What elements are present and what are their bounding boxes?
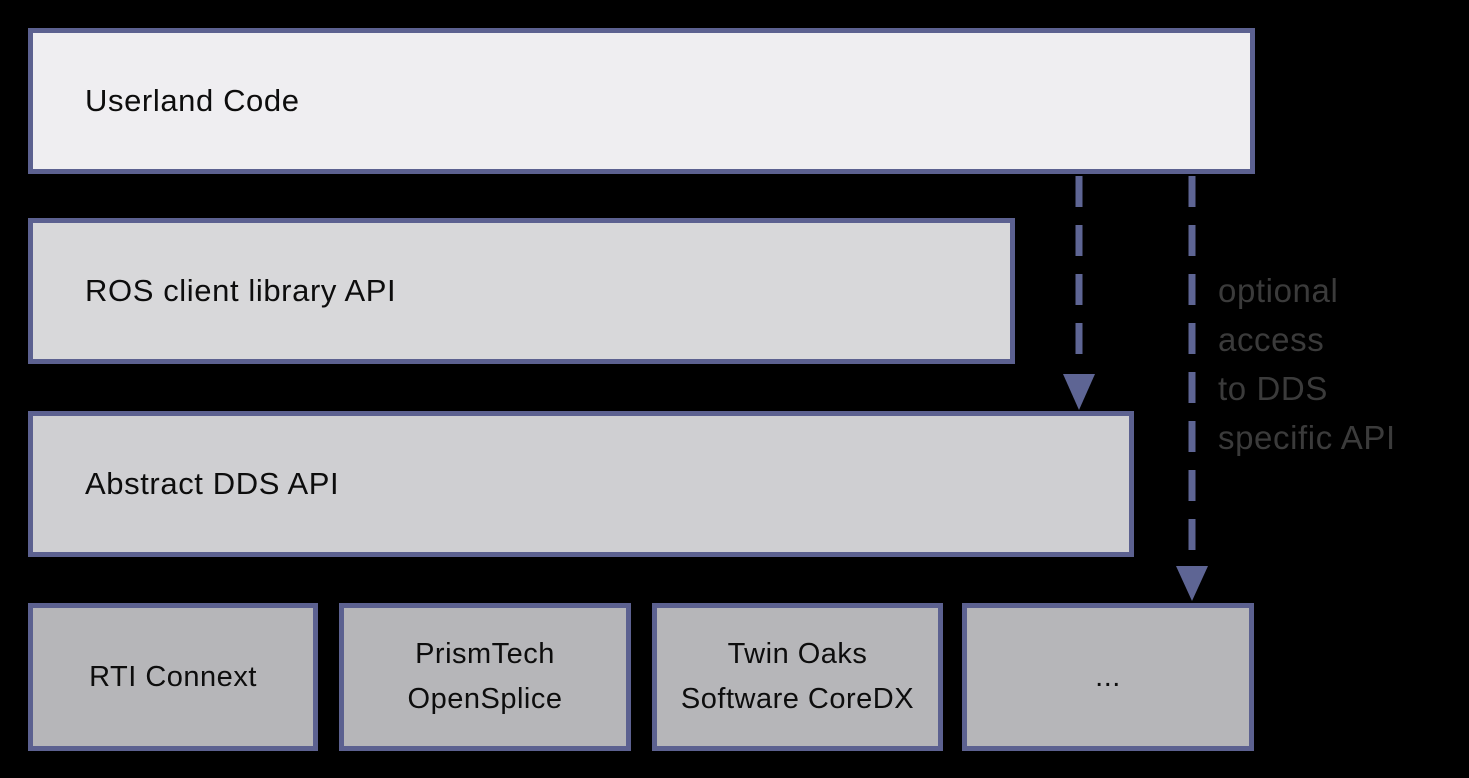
ros-client-library-api-label: ROS client library API xyxy=(85,273,397,308)
prismtech-opensplice-label: PrismTech OpenSplice xyxy=(407,638,563,715)
twin-oaks-software-coredx-label: Twin Oaks Software CoreDX xyxy=(680,638,915,715)
arrowhead-abstract-dds-icon xyxy=(1063,374,1095,410)
arrowhead-dds-vendor-icon xyxy=(1176,566,1208,601)
rti-connext-label: RTI Connext xyxy=(89,660,257,693)
box-twin-oaks-software-coredx: Twin Oaks Software CoreDX xyxy=(652,603,943,751)
userland-code-label: Userland Code xyxy=(85,83,300,118)
box-rti-connext: RTI Connext xyxy=(28,603,318,751)
box-prismtech-opensplice: PrismTech OpenSplice xyxy=(339,603,631,751)
box-userland-code: Userland Code xyxy=(28,28,1255,174)
abstract-dds-api-label: Abstract DDS API xyxy=(85,466,340,501)
box-other-dds-vendor: ... xyxy=(962,603,1254,751)
box-ros-client-library-api: ROS client library API xyxy=(28,218,1015,364)
optional-access-note: optional access to DDS specific API xyxy=(1218,272,1396,456)
box-abstract-dds-api: Abstract DDS API xyxy=(28,411,1134,557)
other-dds-vendor-label: ... xyxy=(1095,660,1121,693)
